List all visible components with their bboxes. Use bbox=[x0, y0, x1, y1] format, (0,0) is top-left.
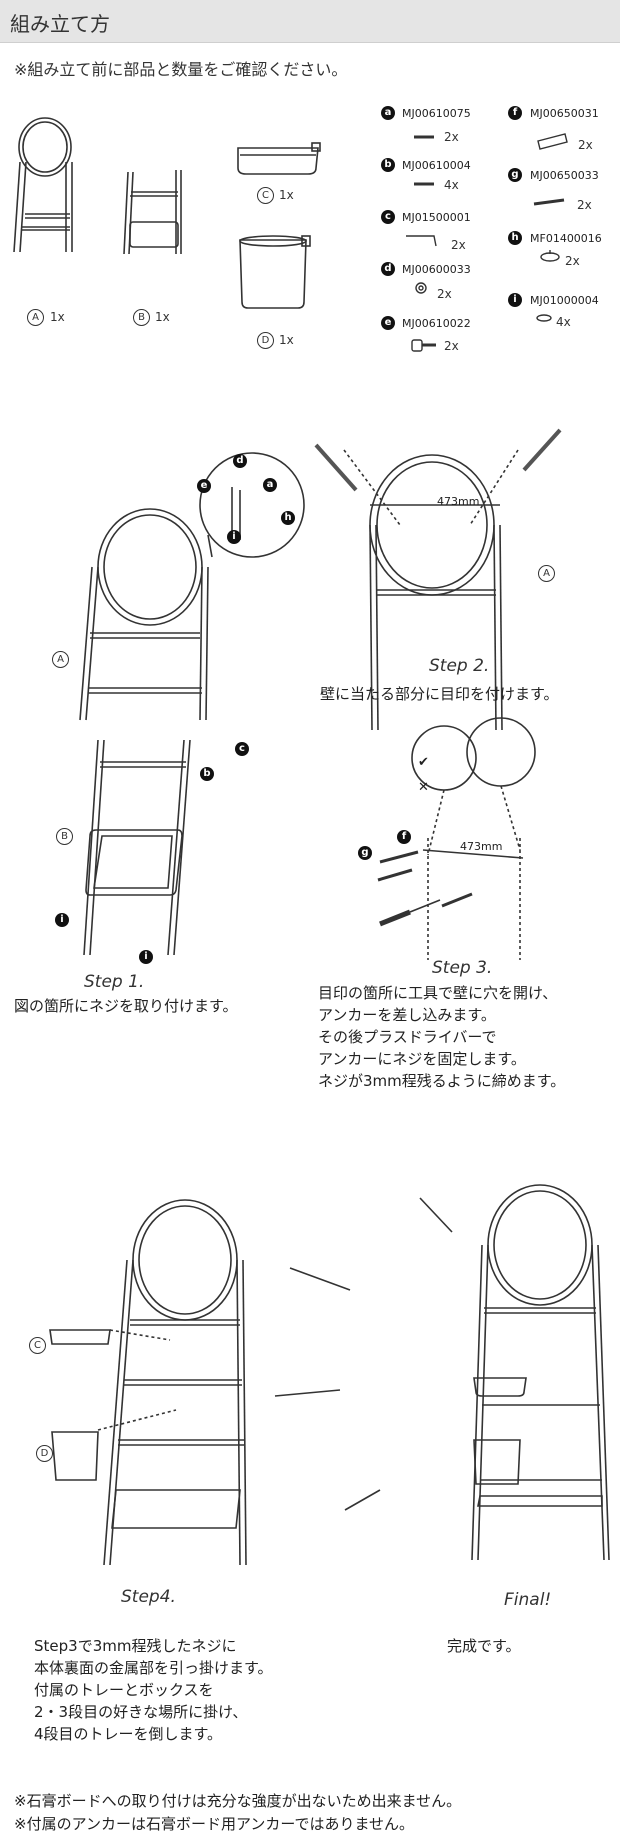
step3-line: アンカーにネジを固定します。 bbox=[318, 1050, 526, 1068]
step3-title: Step 3. bbox=[432, 958, 493, 978]
step4-line: 本体裏面の金属部を引っ掛けます。 bbox=[34, 1659, 273, 1677]
page-title: 組み立て方 bbox=[10, 12, 110, 36]
step4-line: 2・3段目の好きな場所に掛け、 bbox=[34, 1703, 248, 1721]
step4-line: Step3で3mm程残したネジに bbox=[34, 1637, 237, 1655]
step3-line: 目印の箇所に工具で壁に穴を開け、 bbox=[318, 984, 558, 1002]
step1-badge-a: a bbox=[263, 478, 277, 492]
cross-mark-icon: ✕ bbox=[418, 780, 429, 795]
hardware-c-qty: 2x bbox=[451, 238, 466, 252]
parts-check-note: ※組み立て前に部品と数量をご確認ください。 bbox=[14, 60, 348, 79]
hardware-d-badge: d bbox=[381, 262, 395, 276]
step4-label-c: C bbox=[29, 1337, 46, 1354]
step4-line: 4段目のトレーを倒します。 bbox=[34, 1725, 223, 1743]
step3-badge-f: f bbox=[397, 830, 411, 844]
hardware-a-qty: 2x bbox=[444, 130, 459, 144]
part-c-qty: 1x bbox=[279, 188, 294, 202]
hardware-g-badge: g bbox=[508, 168, 522, 182]
hardware-b-code: MJ00610004 bbox=[402, 159, 471, 172]
step1-badge-i-left: i bbox=[55, 913, 69, 927]
step1-badge-d: d bbox=[233, 454, 247, 468]
part-d-qty: 1x bbox=[279, 333, 294, 347]
hardware-b-qty: 4x bbox=[444, 178, 459, 192]
step3-dimension: 473mm bbox=[460, 840, 503, 853]
part-d-label: D bbox=[257, 332, 274, 349]
hardware-g-code: MJ00650033 bbox=[530, 169, 599, 182]
step4-drawing bbox=[49, 1197, 453, 1566]
step3-badge-g: g bbox=[358, 846, 372, 860]
step1-badge-i-top: i bbox=[227, 530, 241, 544]
hardware-i-qty: 4x bbox=[556, 315, 571, 329]
check-mark-icon: ✔ bbox=[418, 755, 429, 770]
step2-label-a: A bbox=[538, 565, 555, 582]
hardware-d-qty: 2x bbox=[437, 287, 452, 301]
part-d-box-drawing bbox=[239, 235, 311, 309]
hardware-f-badge: f bbox=[508, 106, 522, 120]
hardware-b-badge: b bbox=[381, 158, 395, 172]
part-b-drawing bbox=[123, 170, 182, 255]
step3-line: その後プラスドライバーで bbox=[318, 1028, 497, 1046]
part-b-qty: 1x bbox=[155, 310, 170, 324]
step4-line: 付属のトレーとボックスを bbox=[34, 1681, 214, 1699]
step1-badge-i-right: i bbox=[139, 950, 153, 964]
hardware-e-qty: 2x bbox=[444, 339, 459, 353]
step1-badge-b: b bbox=[200, 767, 214, 781]
hardware-f-code: MJ00650031 bbox=[530, 107, 599, 120]
step1-label-a: A bbox=[52, 651, 69, 668]
hardware-c-badge: c bbox=[381, 210, 395, 224]
final-title: Final! bbox=[504, 1590, 552, 1610]
hardware-a-badge: a bbox=[381, 106, 395, 120]
part-b-label: B bbox=[133, 309, 150, 326]
step2-drawing bbox=[314, 428, 562, 731]
step2-text: 壁に当たる部分に目印を付けます。 bbox=[320, 685, 559, 703]
hardware-i-code: MJ01000004 bbox=[530, 294, 599, 307]
step1-badge-e: e bbox=[197, 479, 211, 493]
step1-badge-c: c bbox=[235, 742, 249, 756]
part-a-qty: 1x bbox=[50, 310, 65, 324]
step1-drawing bbox=[79, 452, 305, 956]
step2-title: Step 2. bbox=[429, 656, 490, 676]
final-drawing bbox=[471, 1184, 610, 1561]
step1-text: 図の箇所にネジを取り付けます。 bbox=[14, 997, 238, 1015]
note-anchor: ※付属のアンカーは石膏ボード用アンカーではありません。 bbox=[14, 1815, 415, 1833]
hardware-d-code: MJ00600033 bbox=[402, 263, 471, 276]
hardware-h-code: MF01400016 bbox=[530, 232, 602, 245]
step3-text: 目印の箇所に工具で壁に穴を開け、 アンカーを差し込みます。 その後プラスドライバ… bbox=[318, 982, 565, 1092]
step3-line: アンカーを差し込みます。 bbox=[318, 1006, 496, 1024]
step4-text: Step3で3mm程残したネジに 本体裏面の金属部を引っ掛けます。 付属のトレー… bbox=[34, 1635, 273, 1745]
step2-dimension: 473mm bbox=[437, 495, 480, 508]
hardware-icons bbox=[406, 133, 568, 352]
hardware-h-qty: 2x bbox=[565, 254, 580, 268]
hardware-a-code: MJ00610075 bbox=[402, 107, 471, 120]
step1-label-b: B bbox=[56, 828, 73, 845]
final-text: 完成です。 bbox=[447, 1637, 521, 1655]
hardware-f-qty: 2x bbox=[578, 138, 593, 152]
hardware-c-code: MJ01500001 bbox=[402, 211, 471, 224]
part-a-label: A bbox=[27, 309, 44, 326]
step1-badge-h: h bbox=[281, 511, 295, 525]
part-c-tray-drawing bbox=[237, 142, 321, 175]
hardware-e-code: MJ00610022 bbox=[402, 317, 471, 330]
part-a-drawing bbox=[13, 117, 73, 253]
step4-label-d: D bbox=[36, 1445, 53, 1462]
hardware-h-badge: h bbox=[508, 231, 522, 245]
hardware-g-qty: 2x bbox=[577, 198, 592, 212]
hardware-e-badge: e bbox=[381, 316, 395, 330]
note-gypsum: ※石膏ボードへの取り付けは充分な強度が出ないため出来ません。 bbox=[14, 1792, 462, 1810]
hardware-i-badge: i bbox=[508, 293, 522, 307]
step1-title: Step 1. bbox=[84, 972, 145, 992]
step4-title: Step4. bbox=[121, 1587, 176, 1607]
part-c-label: C bbox=[257, 187, 274, 204]
step3-line: ネジが3mm程残るように締めます。 bbox=[318, 1072, 566, 1090]
step3-drawing bbox=[377, 717, 536, 960]
page-header: 組み立て方 bbox=[0, 0, 620, 43]
